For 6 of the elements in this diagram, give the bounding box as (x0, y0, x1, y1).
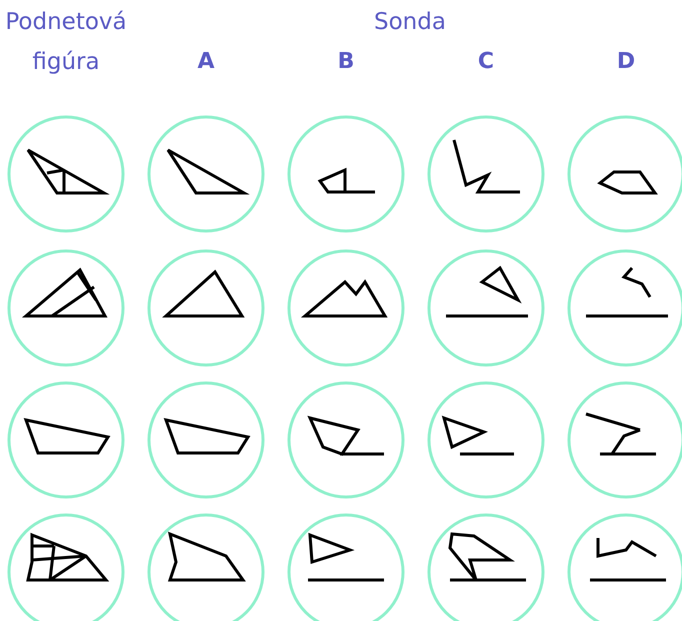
probe-heading: Sonda (373, 8, 447, 37)
column-letter: A (196, 48, 216, 76)
column-letter: D (616, 48, 636, 76)
column-letter: C (476, 48, 496, 76)
stimulus-heading: Podnetová figúra (4, 8, 128, 77)
column-letter: B (336, 48, 356, 76)
